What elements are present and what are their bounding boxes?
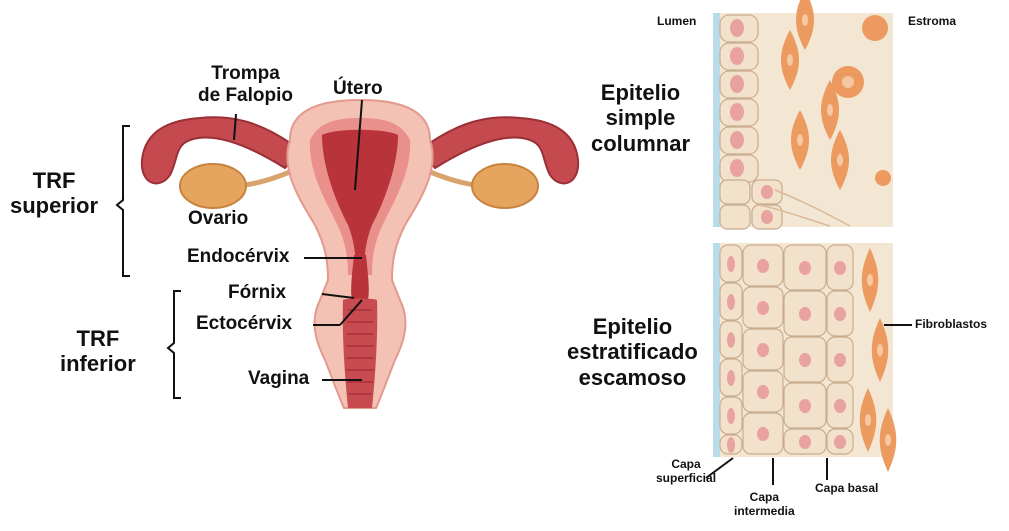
- right-ovary: [472, 164, 538, 208]
- cell-nucleus: [730, 131, 744, 149]
- fibroblast-nucleus: [867, 274, 873, 286]
- cell-nucleus: [834, 399, 846, 413]
- cell-nucleus: [757, 301, 769, 315]
- left-ovary: [180, 164, 246, 208]
- label-utero: Útero: [333, 78, 383, 100]
- cell-nucleus: [799, 261, 811, 275]
- cell-nucleus: [730, 103, 744, 121]
- label-ovario: Ovario: [188, 208, 248, 230]
- cell-nucleus: [799, 353, 811, 367]
- cell-nucleus: [834, 435, 846, 449]
- cervical-canal: [351, 255, 369, 300]
- fibroblast-nucleus: [837, 154, 843, 166]
- label-capa-superficial: Capa superficial: [656, 458, 716, 486]
- label-endocervix: Endocérvix: [187, 246, 289, 268]
- cell-nucleus: [730, 47, 744, 65]
- label-fornix: Fórnix: [228, 282, 286, 304]
- cell-nucleus: [727, 256, 735, 272]
- cell-nucleus: [799, 307, 811, 321]
- basal-cell: [720, 180, 750, 204]
- fibroblast-nucleus: [865, 414, 871, 426]
- label-capa-basal: Capa basal: [815, 482, 878, 496]
- label-vagina: Vagina: [248, 368, 309, 390]
- basal-cell: [720, 205, 750, 229]
- cell-nucleus: [727, 408, 735, 424]
- fibroblast-nucleus: [802, 14, 808, 26]
- label-epitelio-simple-columnar: Epitelio simple columnar: [591, 80, 690, 156]
- cell-nucleus: [799, 399, 811, 413]
- label-trf-inferior: TRF inferior: [60, 326, 136, 377]
- stratified-squamous-panel: [713, 243, 896, 472]
- cell-nucleus: [799, 435, 811, 449]
- cell-nucleus: [757, 385, 769, 399]
- label-ectocervix: Ectocérvix: [196, 313, 292, 335]
- label-trf-superior: TRF superior: [10, 168, 98, 219]
- cell-nucleus: [834, 261, 846, 275]
- cell-nucleus: [757, 259, 769, 273]
- cell-nucleus: [727, 437, 735, 453]
- upper-bracket: [117, 126, 130, 276]
- cell-nucleus: [727, 332, 735, 348]
- fibroblast-nucleus: [827, 104, 833, 116]
- label-fibroblastos: Fibroblastos: [915, 318, 987, 332]
- cell-nucleus: [761, 210, 773, 224]
- cell-nucleus: [730, 75, 744, 93]
- simple-columnar-panel: [713, 0, 893, 229]
- fibroblast-nucleus: [797, 134, 803, 146]
- fibroblast-nucleus: [885, 434, 891, 446]
- label-trompa-de-falopio: Trompa de Falopio: [198, 63, 293, 107]
- cell-nucleus: [730, 159, 744, 177]
- cell-nucleus: [834, 353, 846, 367]
- cell-nucleus: [727, 370, 735, 386]
- lower-bracket: [168, 291, 181, 398]
- fibroblast-nucleus: [787, 54, 793, 66]
- cell-nucleus: [757, 427, 769, 441]
- label-lumen: Lumen: [657, 15, 696, 29]
- fibroblast-nucleus: [877, 344, 883, 356]
- cell-nucleus: [727, 294, 735, 310]
- cell-nucleus: [757, 343, 769, 357]
- cell-nucleus: [834, 307, 846, 321]
- cell-nucleus: [761, 185, 773, 199]
- label-epitelio-estratificado-escamoso: Epitelio estratificado escamoso: [567, 314, 698, 390]
- label-capa-intermedia: Capa intermedia: [734, 491, 795, 519]
- label-estroma: Estroma: [908, 15, 956, 29]
- cell-nucleus: [730, 19, 744, 37]
